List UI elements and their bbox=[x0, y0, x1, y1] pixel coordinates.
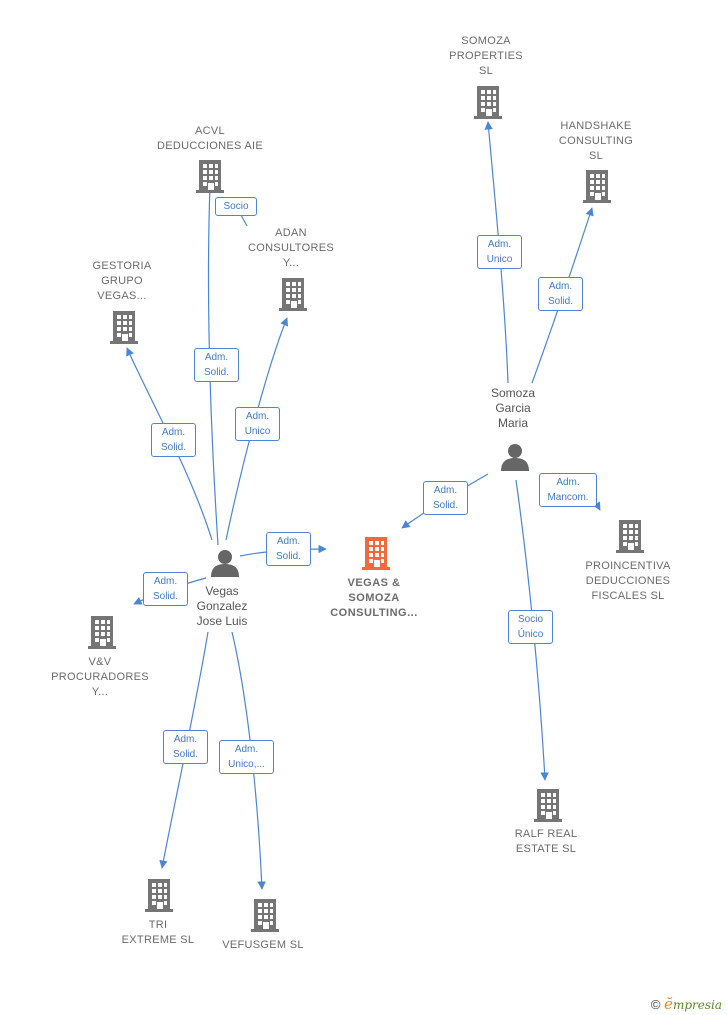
vegas-somoza-building-icon bbox=[362, 537, 390, 570]
brand-initial: ĕ bbox=[664, 995, 673, 1013]
edge-label-somoza-properties: Adm. Unico bbox=[477, 235, 522, 269]
node-label-adan[interactable]: ADAN CONSULTORES Y... bbox=[247, 227, 335, 269]
edge-label-vegas-vv: Adm. Solid. bbox=[143, 572, 188, 606]
node-label-vefusgem[interactable]: VEFUSGEM SL bbox=[222, 939, 304, 951]
node-label-somoza-person[interactable]: Somoza Garcia Maria bbox=[490, 386, 536, 430]
node-label-gestoria[interactable]: GESTORIA GRUPO VEGAS... bbox=[92, 260, 152, 302]
edge-label-somoza-handshake: Adm. Solid. bbox=[538, 277, 583, 311]
edge-label-socio-acvl: Socio bbox=[215, 197, 257, 216]
edge-label-vegas-focus: Adm. Solid. bbox=[266, 532, 311, 566]
edge-label-vegas-vefusgem: Adm. Unico,... bbox=[219, 740, 274, 774]
gestoria-building-icon bbox=[110, 311, 138, 344]
ralf-building-icon bbox=[534, 789, 562, 822]
copyright-symbol: © bbox=[650, 997, 661, 1012]
adan-building-icon bbox=[279, 278, 307, 311]
edge-label-somoza-focus: Adm. Solid. bbox=[423, 481, 468, 515]
node-label-somoza-properties[interactable]: SOMOZA PROPERTIES SL bbox=[449, 35, 523, 77]
edge-label-somoza-proincentiva: Adm. Mancom. bbox=[539, 473, 597, 507]
node-label-tri[interactable]: TRI EXTREME SL bbox=[121, 919, 195, 946]
node-label-vv[interactable]: V&V PROCURADORES Y... bbox=[51, 656, 149, 698]
acvl-building-icon bbox=[196, 160, 224, 193]
node-label-ralf[interactable]: RALF REAL ESTATE SL bbox=[514, 828, 578, 855]
vv-building-icon bbox=[88, 616, 116, 649]
edge-label-vegas-adan: Adm. Unico bbox=[235, 407, 280, 441]
node-label-vegas-person[interactable]: Vegas Gonzalez Jose Luis bbox=[196, 584, 248, 628]
node-label-proincentiva[interactable]: PROINCENTIVA DEDUCCIONES FISCALES SL bbox=[585, 560, 671, 602]
node-label-acvl[interactable]: ACVL DEDUCCIONES AIE bbox=[157, 125, 263, 152]
empresia-logo[interactable]: ĕmpresia bbox=[664, 995, 722, 1013]
brand-name: mpresia bbox=[672, 998, 722, 1012]
tri-building-icon bbox=[145, 879, 173, 912]
vefusgem-building-icon bbox=[251, 899, 279, 932]
edge-label-somoza-ralf: Socio Único bbox=[508, 610, 553, 644]
node-label-handshake[interactable]: HANDSHAKE CONSULTING SL bbox=[558, 120, 634, 162]
edge-label-vegas-acvl: Adm. Solid. bbox=[194, 348, 239, 382]
somoza-properties-building-icon bbox=[474, 86, 502, 119]
edge-label-vegas-tri: Adm. Solid. bbox=[163, 730, 208, 764]
footer-brand: © ĕmpresia bbox=[651, 995, 722, 1013]
proincentiva-building-icon bbox=[616, 520, 644, 553]
vegas-person-icon bbox=[211, 550, 239, 577]
node-label-vegas-somoza[interactable]: VEGAS & SOMOZA CONSULTING... bbox=[330, 577, 418, 619]
handshake-building-icon bbox=[583, 170, 611, 203]
somoza-person-icon bbox=[501, 444, 529, 471]
edge-label-vegas-gestoria: Adm. Solid. bbox=[151, 423, 196, 457]
